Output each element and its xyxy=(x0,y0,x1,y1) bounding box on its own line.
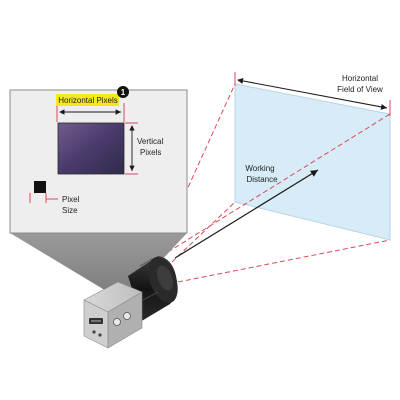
sensor-chip-icon xyxy=(57,122,125,175)
numbered-badge-icon xyxy=(117,86,129,98)
projection-line-bottom-right xyxy=(177,239,391,283)
vertical-pixels-dimension xyxy=(125,122,138,175)
vertical-pixels-label-line2: Pixels xyxy=(140,148,161,157)
hfov-label-line2: Field of View xyxy=(337,85,383,94)
pixel-size-dimension xyxy=(29,193,58,203)
pixel-size-label-line2: Size xyxy=(62,206,78,215)
working-distance-arrow xyxy=(174,169,319,259)
working-distance-label-line2: Distance xyxy=(246,175,278,184)
hfov-dimension xyxy=(234,72,391,116)
numbered-badge-label: 1 xyxy=(121,88,126,97)
pixel-size-label-line1: Pixel xyxy=(62,195,80,204)
camera-body-icon xyxy=(83,281,143,349)
working-distance-label-line1: Working xyxy=(245,164,274,173)
horizontal-pixels-dimension xyxy=(56,103,125,122)
projection-line-top-right xyxy=(167,113,391,253)
projection-line-bottom-left xyxy=(171,201,236,263)
projection-lines xyxy=(164,83,391,283)
hfov-dimension-arrow xyxy=(237,77,388,110)
pixel-swatch-icon xyxy=(34,181,46,193)
vertical-pixels-label-line1: Vertical xyxy=(137,137,163,146)
hfov-label-line1: Horizontal xyxy=(342,74,378,83)
horizontal-pixels-highlight xyxy=(56,94,119,106)
horizontal-pixels-label: Horizontal Pixels xyxy=(58,96,118,105)
